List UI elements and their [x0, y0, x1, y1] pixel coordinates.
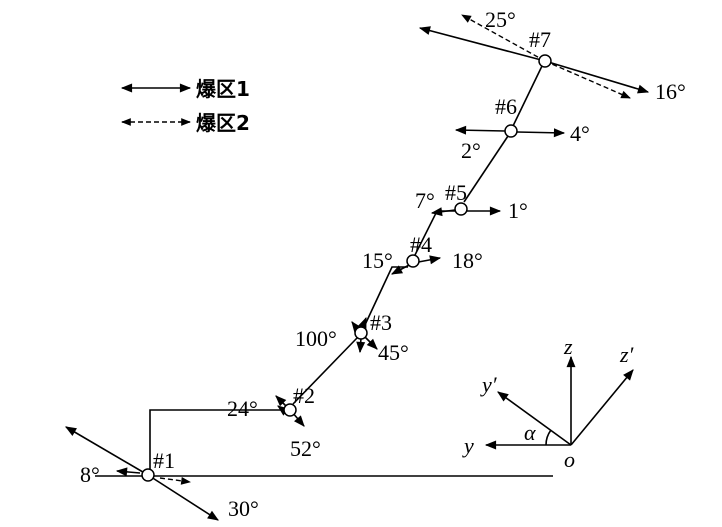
- angle-3a: 100°: [295, 326, 337, 351]
- angle-2a: 24°: [227, 396, 258, 421]
- hole-1: [141, 468, 155, 482]
- holes: [141, 54, 552, 482]
- angle-3b: 45°: [378, 340, 409, 365]
- angle-6a: 2°: [461, 138, 481, 163]
- angle-5b: 1°: [508, 198, 528, 223]
- hole-label-2: #2: [293, 383, 315, 408]
- hole-label-4: #4: [410, 232, 432, 257]
- hole-label-3: #3: [370, 310, 392, 335]
- hole-label-7: #7: [529, 27, 551, 52]
- legend-label-zone1: 爆区1: [196, 77, 250, 101]
- arrow-1-30: [147, 474, 219, 521]
- hole-label-1: #1: [153, 448, 175, 473]
- axis-y-label: y: [462, 433, 474, 458]
- hole-4: [406, 254, 420, 268]
- axis-z-prime: [570, 369, 634, 446]
- arrow-3-b: [356, 337, 366, 354]
- arrow-5-7: [430, 207, 456, 217]
- hole-7: [538, 54, 552, 68]
- arrow-1-upleft: [65, 426, 149, 476]
- axis-y-prime-label: y′: [480, 372, 498, 397]
- coordinate-axes: z z′ y y′ o α: [462, 334, 635, 472]
- legend-label-zone2: 爆区2: [196, 111, 250, 135]
- angle-7b: 16°: [655, 79, 686, 104]
- angle-2b: 52°: [290, 436, 321, 461]
- angle-4b: 18°: [452, 248, 483, 273]
- angle-labels: 8° 30° 24° 52° 100° 45° 15° 18° 7° 1° 2°…: [80, 7, 686, 521]
- arrow-3-45: [364, 336, 378, 350]
- arrow-3-c: [358, 316, 367, 330]
- origin-label: o: [564, 447, 575, 472]
- hole-2: [283, 403, 297, 417]
- angle-1b: 30°: [228, 496, 259, 521]
- alpha-arc: [545, 429, 552, 446]
- line-1-2: [149, 409, 286, 476]
- hole-5: [454, 202, 468, 216]
- angle-7a: 25°: [485, 7, 516, 32]
- hole-label-6: #6: [495, 94, 517, 119]
- angle-6b: 4°: [570, 121, 590, 146]
- hole-6: [504, 124, 518, 138]
- hole-3: [354, 326, 368, 340]
- arrow-7-dashed-right: [544, 60, 631, 99]
- hole-label-5: #5: [445, 180, 467, 205]
- connection-lines: [95, 65, 553, 477]
- hole-labels: #1 #2 #3 #4 #5 #6 #7: [153, 27, 551, 473]
- line-6-7: [512, 65, 543, 127]
- axis-y-prime: [497, 391, 572, 446]
- arrow-6-2: [454, 125, 506, 135]
- arrow-1-dashed: [159, 476, 191, 485]
- angle-4a: 15°: [362, 248, 393, 273]
- arrow-7-solid-left: [418, 26, 546, 62]
- angle-5a: 7°: [415, 188, 435, 213]
- alpha-label: α: [524, 420, 536, 445]
- line-2-3: [292, 337, 358, 405]
- angle-1a: 8°: [80, 462, 100, 487]
- legend: 爆区1 爆区2: [120, 77, 250, 135]
- arrow-6-4: [516, 128, 566, 138]
- arrow-7-16: [544, 60, 650, 94]
- axis-z-prime-label: z′: [619, 342, 635, 367]
- arrow-1-8: [115, 467, 141, 477]
- line-5-6: [463, 135, 509, 203]
- axis-z-label: z: [563, 334, 573, 359]
